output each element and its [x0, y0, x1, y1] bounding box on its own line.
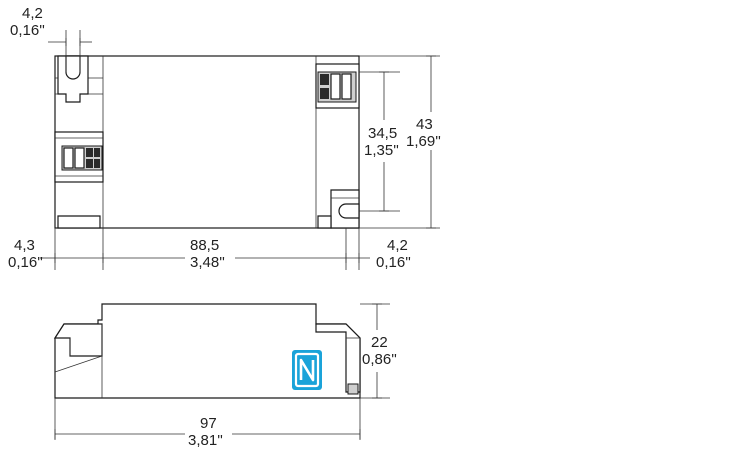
mount-slot-right [330, 189, 360, 229]
dim-slot-mm: 4,2 [22, 5, 43, 22]
side-view: 22 0,86'' 97 3,81'' [53, 303, 397, 449]
dim-right-in: 0,16'' [376, 254, 411, 271]
dim-total-in: 3,81'' [188, 432, 223, 449]
dim-height-in: 0,86'' [362, 351, 397, 368]
nfc-logo [292, 350, 322, 390]
dim-length-in: 3,48'' [190, 254, 225, 271]
dim-mount-mm: 34,5 [368, 125, 397, 142]
dim-width-mm: 43 [416, 116, 433, 133]
mount-slot-left [57, 55, 89, 103]
dim-mount-in: 1,35'' [364, 142, 399, 159]
dim-left-in: 0,16'' [8, 254, 43, 271]
dim-width-in: 1,69'' [406, 133, 441, 150]
dim-length-mm: 88,5 [190, 237, 219, 254]
dim-right-mm: 4,2 [387, 237, 408, 254]
dim-total-mm: 97 [200, 415, 217, 432]
terminal-block-right [315, 63, 360, 109]
dim-left-mm: 4,3 [14, 237, 35, 254]
terminal-block-left [54, 131, 104, 183]
top-view: 4,2 0,16'' 4,3 0,16'' 88,5 3,48'' 4,2 0,… [8, 5, 441, 271]
dim-height-mm: 22 [371, 334, 388, 351]
dim-slot-in: 0,16'' [10, 22, 45, 39]
